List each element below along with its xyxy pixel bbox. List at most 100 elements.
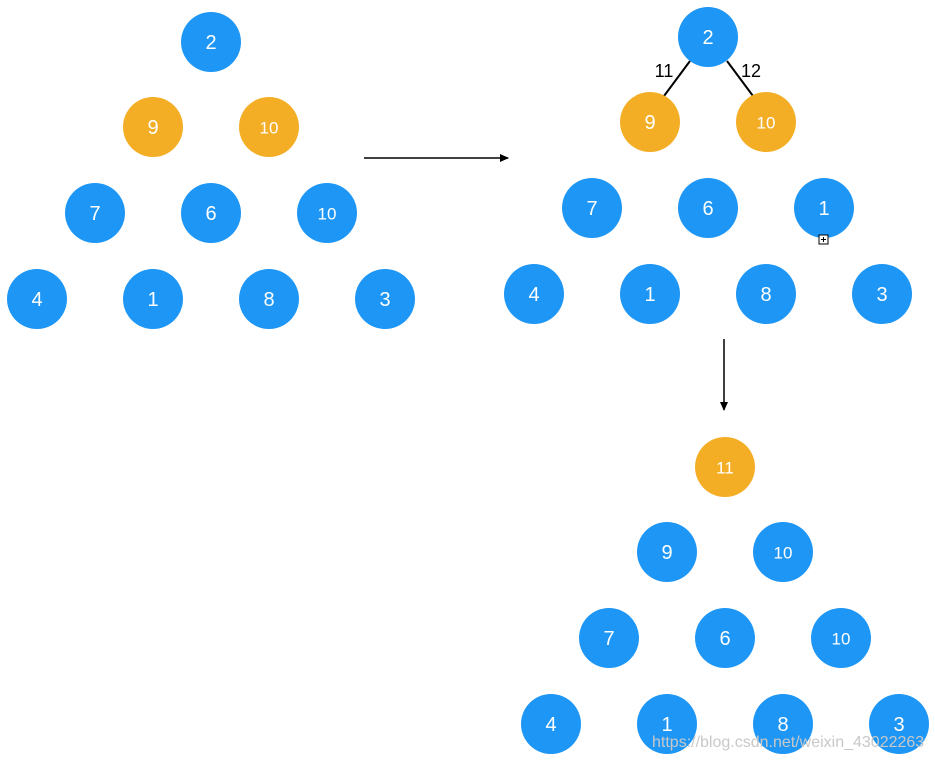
node-label: 4 bbox=[31, 289, 42, 311]
heap-node: 8 bbox=[239, 269, 299, 329]
node-label: 6 bbox=[719, 628, 730, 650]
node-circle bbox=[637, 694, 697, 754]
node-circle bbox=[753, 522, 813, 582]
heap-node: 9 bbox=[637, 522, 697, 582]
heap-before: 2 9 10 7 6 10 4 1 8 3 bbox=[7, 12, 415, 329]
node-label: 8 bbox=[263, 289, 274, 311]
heap-node: 7 bbox=[579, 608, 639, 668]
node-label: 3 bbox=[876, 284, 887, 306]
heap-node: 11 bbox=[695, 437, 755, 497]
node-label: 3 bbox=[379, 289, 390, 311]
node-circle bbox=[123, 269, 183, 329]
node-circle bbox=[753, 694, 813, 754]
edge-right bbox=[726, 60, 754, 97]
heap-node: 3 bbox=[869, 694, 929, 754]
edge-label-left: 11 bbox=[655, 61, 674, 81]
node-circle bbox=[521, 694, 581, 754]
heap-merge: 2 9 10 7 6 1 4 1 8 3 bbox=[504, 7, 912, 324]
heap-node: 7 bbox=[562, 178, 622, 238]
heap-node: 6 bbox=[181, 183, 241, 243]
node-circle bbox=[695, 608, 755, 668]
node-circle bbox=[620, 264, 680, 324]
node-circle bbox=[852, 264, 912, 324]
node-circle bbox=[65, 183, 125, 243]
node-circle bbox=[811, 608, 871, 668]
node-circle bbox=[579, 608, 639, 668]
node-label: 1 bbox=[644, 284, 655, 306]
heap-node: 6 bbox=[678, 178, 738, 238]
node-label: 2 bbox=[702, 27, 713, 49]
heap-node: 2 bbox=[181, 12, 241, 72]
node-label: 11 bbox=[716, 459, 734, 478]
node-label: 3 bbox=[893, 714, 904, 736]
heap-node: 6 bbox=[695, 608, 755, 668]
node-label: 1 bbox=[818, 198, 829, 220]
edge-left bbox=[663, 60, 691, 97]
node-circle bbox=[736, 264, 796, 324]
node-label: 8 bbox=[760, 284, 771, 306]
node-label: 10 bbox=[260, 119, 279, 138]
node-label: 4 bbox=[528, 284, 539, 306]
node-label: 7 bbox=[586, 198, 597, 220]
heap-node: 4 bbox=[521, 694, 581, 754]
heap-node: 10 bbox=[239, 97, 299, 157]
expand-handle-icon[interactable] bbox=[818, 234, 829, 245]
heap-node: 4 bbox=[7, 269, 67, 329]
heap-node: 7 bbox=[65, 183, 125, 243]
heap-node: 4 bbox=[504, 264, 564, 324]
node-label: 9 bbox=[644, 112, 655, 134]
node-label: 8 bbox=[777, 714, 788, 736]
heap-node: 1 bbox=[794, 178, 854, 238]
watermark-text: https://blog.csdn.net/weixin_43022263 bbox=[652, 734, 925, 751]
node-circle bbox=[736, 92, 796, 152]
node-label: 9 bbox=[147, 117, 158, 139]
heap-node: 10 bbox=[736, 92, 796, 152]
node-label: 4 bbox=[545, 714, 556, 736]
heap-node: 1 bbox=[637, 694, 697, 754]
heap-node: 10 bbox=[297, 183, 357, 243]
edge-label-right: 12 bbox=[741, 61, 761, 81]
node-circle bbox=[637, 522, 697, 582]
node-label: 1 bbox=[147, 289, 158, 311]
heap-node: 8 bbox=[753, 694, 813, 754]
node-circle bbox=[239, 269, 299, 329]
node-label: 10 bbox=[318, 205, 337, 224]
heap-node: 10 bbox=[753, 522, 813, 582]
node-circle bbox=[239, 97, 299, 157]
node-circle bbox=[7, 269, 67, 329]
node-label: 10 bbox=[757, 114, 776, 133]
heap-node: 10 bbox=[811, 608, 871, 668]
node-label: 10 bbox=[832, 630, 851, 649]
node-circle bbox=[562, 178, 622, 238]
heap-node: 2 bbox=[678, 7, 738, 67]
node-circle bbox=[181, 183, 241, 243]
node-label: 7 bbox=[89, 203, 100, 225]
node-label: 6 bbox=[205, 203, 216, 225]
heap-node: 8 bbox=[736, 264, 796, 324]
heap-after: 11 9 10 7 6 10 4 1 8 3 bbox=[521, 437, 929, 754]
node-circle bbox=[181, 12, 241, 72]
heap-node: 3 bbox=[355, 269, 415, 329]
heap-node: 3 bbox=[852, 264, 912, 324]
node-label: 10 bbox=[774, 544, 793, 563]
node-label: 6 bbox=[702, 198, 713, 220]
node-circle bbox=[297, 183, 357, 243]
node-circle bbox=[678, 178, 738, 238]
heap-node: 1 bbox=[620, 264, 680, 324]
node-label: 7 bbox=[603, 628, 614, 650]
node-circle bbox=[869, 694, 929, 754]
node-circle bbox=[504, 264, 564, 324]
node-label: 9 bbox=[661, 542, 672, 564]
node-label: 1 bbox=[661, 714, 672, 736]
node-circle bbox=[123, 97, 183, 157]
node-circle bbox=[695, 437, 755, 497]
heap-node: 1 bbox=[123, 269, 183, 329]
heap-node: 9 bbox=[620, 92, 680, 152]
node-circle bbox=[620, 92, 680, 152]
node-circle bbox=[794, 178, 854, 238]
node-circle bbox=[678, 7, 738, 67]
node-circle bbox=[355, 269, 415, 329]
heap-node: 9 bbox=[123, 97, 183, 157]
nodes-layer: 2 9 10 7 6 10 4 1 8 3 2 9 10 7 6 1 4 1 8 3 11 9 10 7 6 10 4 1 8 3 bbox=[7, 7, 929, 754]
